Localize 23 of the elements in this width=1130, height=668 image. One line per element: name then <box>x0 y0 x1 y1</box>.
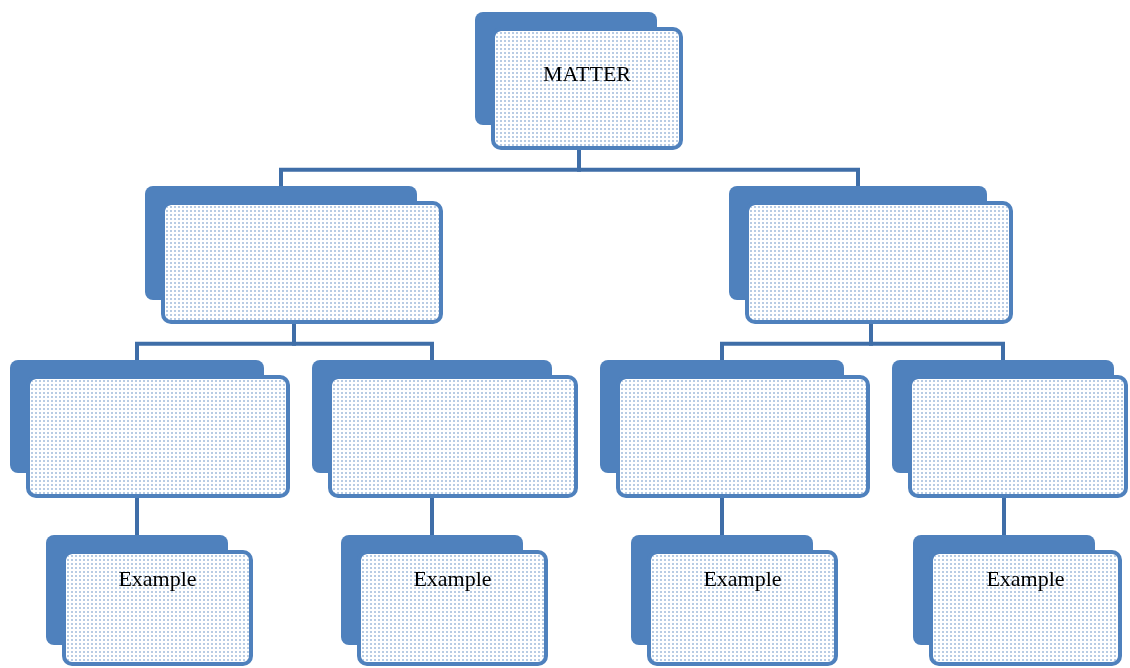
connector-line <box>430 498 434 535</box>
connector-line <box>869 324 1005 360</box>
connector-line <box>292 324 434 360</box>
chart-box <box>10 360 290 498</box>
chart-box <box>341 535 548 666</box>
chart-box <box>913 535 1122 666</box>
chart-box <box>631 535 838 666</box>
box-label: MATTER <box>543 60 631 87</box>
connector-line <box>1002 498 1006 535</box>
chart-box <box>729 186 1013 324</box>
chart-box <box>312 360 578 498</box>
box-label: Example <box>118 566 197 592</box>
chart-box <box>475 12 683 150</box>
box-label: Example <box>413 566 492 592</box>
chart-box <box>46 535 253 666</box>
connector-line <box>577 150 860 186</box>
chart-box <box>600 360 870 498</box>
connector-line <box>720 498 724 535</box>
box-label: Example <box>703 566 782 592</box>
chart-box <box>892 360 1128 498</box>
connector-line <box>135 498 139 535</box>
box-label: Example <box>986 566 1065 592</box>
chart-box <box>145 186 443 324</box>
